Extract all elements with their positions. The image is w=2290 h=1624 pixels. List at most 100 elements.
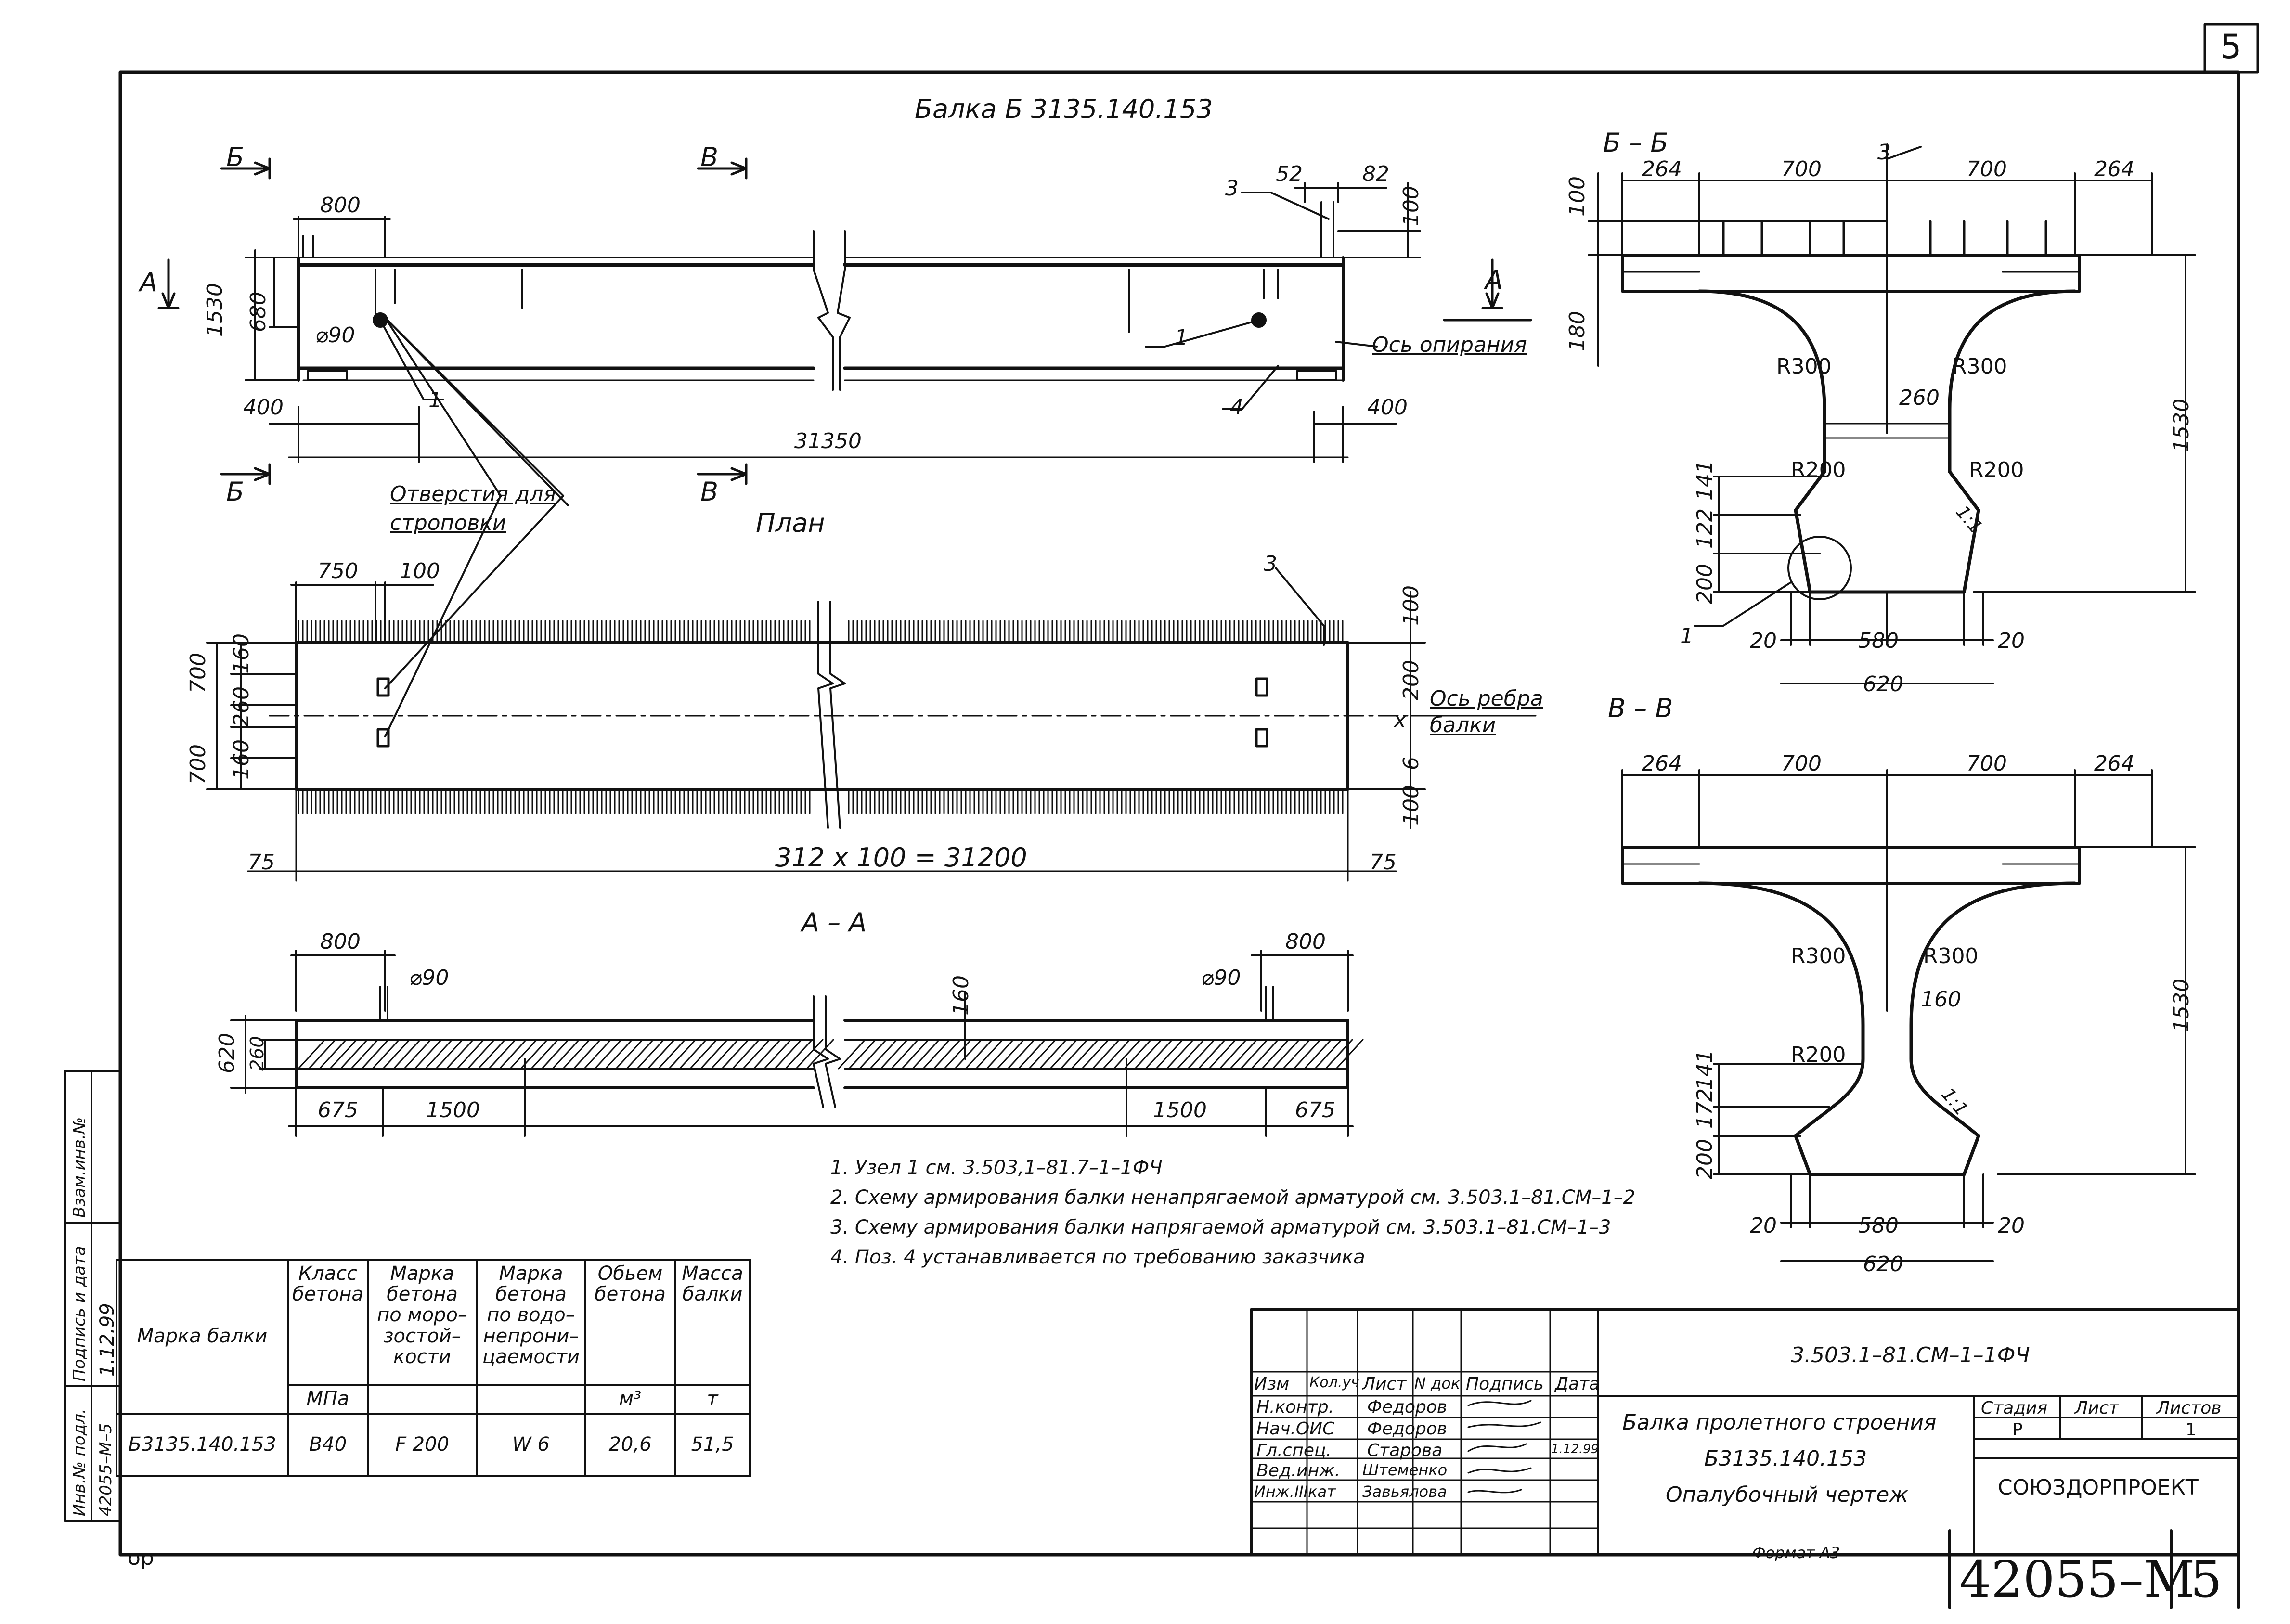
plan-dim-100: 100 (400, 559, 440, 583)
tb-name-4: Штеменко (1362, 1461, 1448, 1479)
plan-dim-100-right-top: 100 (1399, 585, 1423, 626)
spec-header-water: Марка бетона по водо– непрони– цаемости (476, 1259, 586, 1386)
rib-axis-label-line2: балки (1430, 713, 1496, 737)
elev-dim-400-left: 400 (243, 395, 284, 420)
title-block-grid (1250, 1308, 2240, 1609)
spec-header-mass: Масса балки (674, 1259, 751, 1386)
vv-dim-1530: 1530 (2169, 979, 2194, 1032)
vv-radius-200: R200 (1791, 1043, 1846, 1067)
bb-dim-200: 200 (1693, 564, 1717, 604)
vv-dim-580: 580 (1858, 1213, 1899, 1238)
cut-letter-v-bottom: В (700, 477, 719, 507)
tb-name-1: Федоров (1367, 1397, 1448, 1417)
spec-unit-water (476, 1384, 586, 1415)
spec-unit-class: МПа (287, 1384, 369, 1415)
elev-callout-1a: 1 (428, 388, 442, 412)
aa-dim-1500-left: 1500 (426, 1098, 480, 1122)
plan-dim-750: 750 (318, 559, 358, 583)
side-legend-inv-orig: Инв.№ подл. (70, 1408, 89, 1516)
tb-stage-value: Р (2012, 1420, 2023, 1440)
spec-row-mass: 51,5 (674, 1413, 751, 1477)
aa-dim-620: 620 (215, 1033, 239, 1073)
spec-row-volume: 20,6 (584, 1413, 676, 1477)
tb-desc-line2: Б3135.140.153 (1704, 1446, 1867, 1471)
vv-dim-20-left: 20 (1750, 1213, 1777, 1238)
format-label: Формат А3 (1752, 1544, 1840, 1562)
note-1: 1. Узел 1 см. 3.503,1–81.7–1–1ФЧ (830, 1157, 1163, 1179)
lifting-holes-label-line1: Отверстия для (390, 482, 556, 506)
bb-radius-200-left: R200 (1791, 458, 1846, 482)
spec-unit-mass: т (674, 1384, 751, 1415)
tb-sheets-header: Листов (2157, 1398, 2222, 1418)
tb-col-ndok: N док (1414, 1374, 1461, 1392)
spec-unit-frost (367, 1384, 478, 1415)
vv-dim-172: 172 (1693, 1088, 1717, 1129)
inner-frame (118, 70, 2240, 1557)
bb-dim-580: 580 (1858, 629, 1899, 653)
spec-header-mark: Марка балки (116, 1259, 289, 1415)
note-3: 3. Схему армирования балки напрягаемой а… (830, 1216, 1611, 1238)
spec-header-volume: Обьем бетона (584, 1259, 676, 1386)
tb-name-5: Завьялова (1362, 1482, 1447, 1501)
side-legend-sign-date: Подпись и дата (70, 1246, 89, 1381)
aa-dim-800-left: 800 (320, 929, 361, 954)
vv-dim-141: 141 (1693, 1050, 1717, 1090)
cut-letter-a-left: А (140, 267, 157, 297)
bb-radius-200-right: R200 (1969, 458, 2024, 482)
aa-dim-675-left: 675 (318, 1098, 358, 1122)
elev-dim-31350: 31350 (794, 429, 862, 453)
bottom-sheet-number: 5 (2190, 1550, 2223, 1609)
aa-dim-90-right: ⌀90 (1201, 966, 1241, 990)
vv-dim-200: 200 (1693, 1139, 1717, 1179)
rib-axis-label-line1: Ось ребра (1430, 686, 1543, 711)
vv-dim-700-left: 700 (1781, 751, 1822, 776)
plan-callout-3: 3 (1264, 552, 1277, 576)
cut-letter-a-right: А (1485, 265, 1503, 295)
elev-dim-1530: 1530 (203, 283, 227, 337)
elev-dim-82: 82 (1362, 162, 1389, 186)
side-legend-handwritten: 1.12.99 (96, 1303, 118, 1377)
main-title: Балка Б 3135.140.153 (915, 94, 1213, 124)
tb-role-2: Нач.ОИС (1256, 1419, 1335, 1439)
bb-dim-700-left: 700 (1781, 157, 1822, 181)
cut-letter-v-top: В (700, 142, 719, 172)
vv-dim-264-right: 264 (2094, 751, 2135, 776)
bb-dim-1530: 1530 (2169, 399, 2194, 452)
bb-dim-20-left: 20 (1750, 629, 1777, 653)
tb-sheet-header: Лист (2075, 1398, 2119, 1418)
elev-dim-100: 100 (1399, 186, 1423, 226)
plan-dim-700-top: 700 (186, 653, 210, 693)
elev-dim-680: 680 (246, 292, 271, 332)
tb-desc-line3: Опалубочный чертеж (1666, 1482, 1909, 1507)
section-aa-title: А – А (802, 907, 867, 938)
corner-number-box (2203, 23, 2259, 74)
tb-col-kol: Кол.уч (1309, 1374, 1359, 1391)
aa-dim-90-left: ⌀90 (409, 966, 449, 990)
bb-radius-300-right: R300 (1952, 354, 2007, 379)
note-2: 2. Схему армирования балки ненапрягаемой… (830, 1186, 1636, 1209)
support-axis-label: Ось опирания (1372, 333, 1527, 357)
vv-dim-264-left: 264 (1642, 751, 1682, 776)
tb-desc-line1: Балка пролетного строения (1622, 1410, 1937, 1435)
spec-row-frost: F 200 (367, 1413, 478, 1477)
plan-dim-700-bottom: 700 (186, 744, 210, 785)
bb-dim-100: 100 (1565, 176, 1590, 217)
vv-radius-300-left: R300 (1791, 944, 1846, 968)
spec-row-class: В40 (287, 1413, 369, 1477)
spec-header-frost: Марка бетона по моро– зостой– кости (367, 1259, 478, 1386)
vv-dim-700-right: 700 (1967, 751, 2007, 776)
bb-dim-264-right: 264 (2094, 157, 2135, 181)
bb-dim-122: 122 (1693, 508, 1717, 549)
lifting-holes-label-line2: строповки (390, 511, 506, 535)
elev-callout-1b: 1 (1175, 325, 1188, 350)
vv-dim-20-right: 20 (1998, 1213, 2025, 1238)
aa-dim-675-right: 675 (1295, 1098, 1335, 1122)
plan-dim-75-left: 75 (248, 850, 275, 875)
bb-callout-3: 3 (1877, 140, 1891, 165)
section-aa-view (230, 950, 1364, 1137)
tb-stage-header: Стадия (1981, 1398, 2048, 1418)
tb-col-sign: Подпись (1466, 1374, 1544, 1394)
plan-dim-100-right-bottom: 100 (1399, 785, 1423, 825)
tb-doc-code: 3.503.1–81.СМ–1–1ФЧ (1791, 1343, 2030, 1367)
